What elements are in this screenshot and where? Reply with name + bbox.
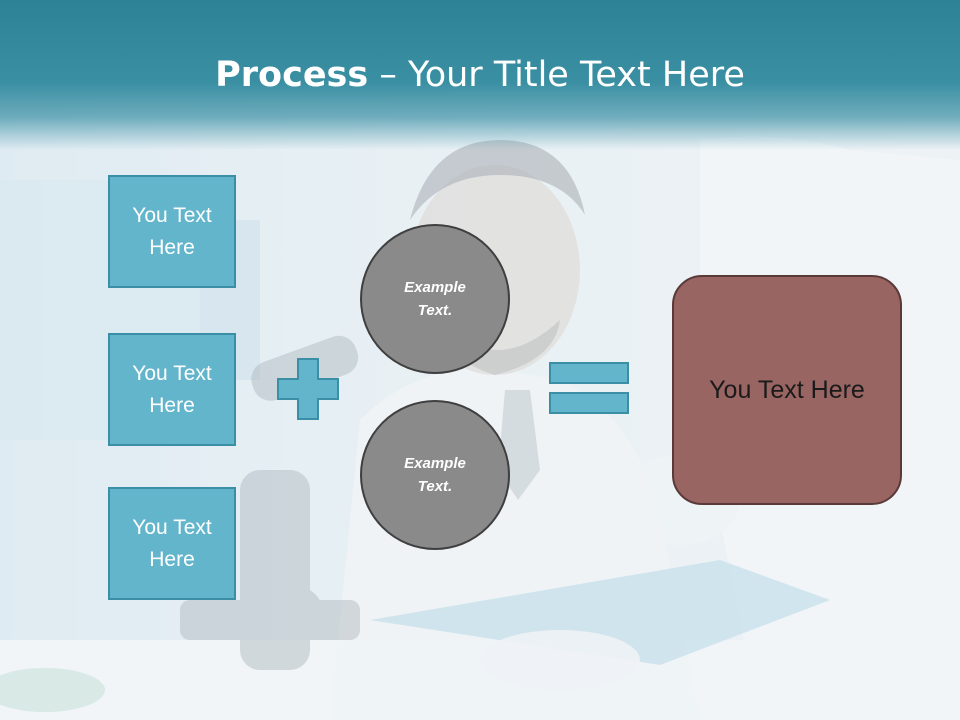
plus-icon bbox=[277, 358, 339, 420]
title-separator: – bbox=[368, 55, 408, 95]
example-circle-1-label: Example Text. bbox=[404, 279, 466, 319]
result-box[interactable]: You Text Here bbox=[672, 275, 902, 505]
equals-icon bbox=[549, 362, 629, 414]
example-circle-1[interactable]: Example Text. bbox=[360, 224, 510, 374]
text-box-1[interactable]: You Text Here bbox=[108, 175, 236, 288]
title-bold: Process bbox=[215, 55, 369, 95]
example-circle-2[interactable]: Example Text. bbox=[360, 400, 510, 550]
text-box-3[interactable]: You Text Here bbox=[108, 487, 236, 600]
example-circle-2-label: Example Text. bbox=[404, 455, 466, 495]
title-rest: Your Title Text Here bbox=[407, 55, 745, 95]
title-bar bbox=[0, 0, 960, 150]
slide-title: Process – Your Title Text Here bbox=[0, 52, 960, 98]
text-box-2[interactable]: You Text Here bbox=[108, 333, 236, 446]
